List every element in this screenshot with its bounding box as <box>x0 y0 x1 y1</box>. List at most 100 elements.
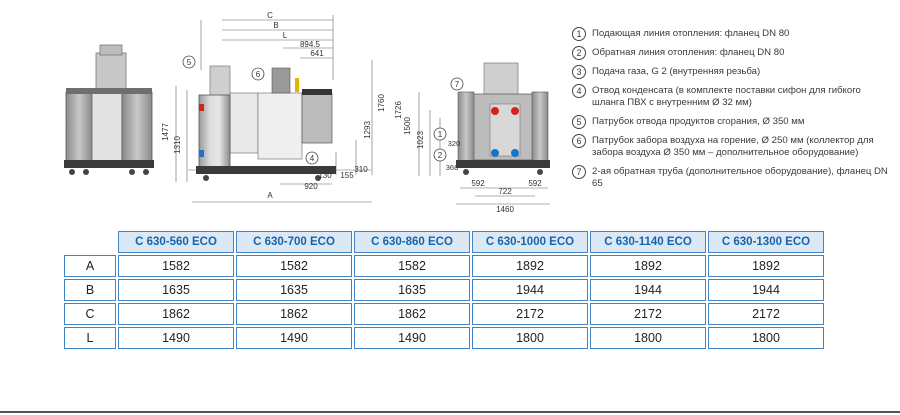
table-header-row: C 630-560 ECO C 630-700 ECO C 630-860 EC… <box>64 231 824 253</box>
legend-item: 6 Патрубок забора воздуха на горение, Ø 2… <box>570 134 895 159</box>
rear-dimension-lines <box>418 92 550 205</box>
table-cell: 1582 <box>236 255 352 277</box>
callout-circles <box>182 55 464 165</box>
column-header: C 630-560 ECO <box>118 231 234 253</box>
legend-number: 3 <box>572 65 586 79</box>
table-cell: 1944 <box>590 279 706 301</box>
dim-A: A <box>267 191 273 200</box>
dim-C: C <box>267 11 273 20</box>
table-cell: 1490 <box>236 327 352 349</box>
technical-drawings: 5 6 4 1 2 7 1477 1310 C B L 894.5 641 17… <box>64 11 550 214</box>
table-cell: 1892 <box>590 255 706 277</box>
front-view <box>64 44 154 175</box>
legend-number: 1 <box>572 27 586 41</box>
side-boiler-body <box>196 65 336 181</box>
table-row: L 1490 1490 1490 1800 1800 1800 <box>64 327 824 349</box>
dim-1726: 1726 <box>394 101 403 119</box>
table-cell: 1862 <box>354 303 470 325</box>
dim-1293: 1293 <box>363 121 372 139</box>
legend-text: Патрубок отвода продуктов сгорания, Ø 35… <box>592 116 805 127</box>
legend-text: Подающая линия отопления: фланец DN 80 <box>592 28 790 39</box>
legend-text: 2-ая обратная труба (дополнительное обор… <box>592 166 888 189</box>
table-cell: 1582 <box>118 255 234 277</box>
table-cell: 1800 <box>472 327 588 349</box>
column-header: C 630-1140 ECO <box>590 231 706 253</box>
dim-1460: 1460 <box>496 205 514 214</box>
dim-B: B <box>273 21 278 30</box>
dim-592-right: 592 <box>528 179 542 188</box>
column-header: C 630-700 ECO <box>236 231 352 253</box>
dim-155: 155 <box>340 171 354 180</box>
side-view <box>175 15 373 203</box>
table-cell: 1862 <box>118 303 234 325</box>
legend-item: 4 Отвод конденсата (в комплекте поставки … <box>570 84 895 109</box>
dim-L: L <box>283 31 288 40</box>
dim-592-left: 592 <box>471 179 485 188</box>
dim-1023: 1023 <box>416 131 425 149</box>
table-cell: 1892 <box>472 255 588 277</box>
table-corner <box>64 231 116 253</box>
dim-1500: 1500 <box>403 117 412 135</box>
table-cell: 1490 <box>118 327 234 349</box>
table-cell: 1800 <box>708 327 824 349</box>
row-label: A <box>64 255 116 277</box>
column-header: C 630-1300 ECO <box>708 231 824 253</box>
legend-item: 3 Подача газа, G 2 (внутренняя резьба) <box>570 65 895 79</box>
row-label: L <box>64 327 116 349</box>
rear-view <box>456 62 550 175</box>
table-row: A 1582 1582 1582 1892 1892 1892 <box>64 255 824 277</box>
table-cell: 1635 <box>118 279 234 301</box>
dim-320: 320 <box>448 139 461 148</box>
table-row: C 1862 1862 1862 2172 2172 2172 <box>64 303 824 325</box>
legend-number: 4 <box>572 84 586 98</box>
legend-item: 5 Патрубок отвода продуктов сгорания, Ø 3… <box>570 115 895 129</box>
legend-number: 5 <box>572 115 586 129</box>
legend-item: 7 2-ая обратная труба (дополнительное обо… <box>570 165 895 190</box>
dim-894-5: 894.5 <box>300 40 321 49</box>
table-cell: 1892 <box>708 255 824 277</box>
callout-6: 6 <box>256 70 261 79</box>
table-cell: 1635 <box>236 279 352 301</box>
table-cell: 1944 <box>472 279 588 301</box>
table-cell: 2172 <box>472 303 588 325</box>
row-label: B <box>64 279 116 301</box>
dim-1760: 1760 <box>377 94 386 112</box>
table-cell: 2172 <box>590 303 706 325</box>
callout-1: 1 <box>438 130 443 139</box>
table-cell: 1490 <box>354 327 470 349</box>
dim-310: 310 <box>354 165 368 174</box>
callout-7: 7 <box>455 80 460 89</box>
dim-366: 366 <box>446 163 459 172</box>
column-header: C 630-860 ECO <box>354 231 470 253</box>
legend-number: 6 <box>572 134 586 148</box>
dim-1310: 1310 <box>173 136 182 154</box>
dim-641: 641 <box>310 49 324 58</box>
dim-722: 722 <box>498 187 512 196</box>
table-cell: 1582 <box>354 255 470 277</box>
legend-item: 2 Обратная линия отопления: фланец DN 80 <box>570 46 895 60</box>
dim-1477: 1477 <box>161 123 170 141</box>
legend-number: 2 <box>572 46 586 60</box>
legend-number: 7 <box>572 165 586 179</box>
bottom-divider <box>0 411 900 413</box>
legend-text: Обратная линия отопления: фланец DN 80 <box>592 47 785 58</box>
table-cell: 1862 <box>236 303 352 325</box>
column-header: C 630-1000 ECO <box>472 231 588 253</box>
table-cell: 1800 <box>590 327 706 349</box>
legend-text: Отвод конденсата (в комплекте поставки с… <box>592 85 861 108</box>
legend-text: Патрубок забора воздуха на горение, Ø 25… <box>592 135 874 158</box>
table-cell: 2172 <box>708 303 824 325</box>
callout-4: 4 <box>310 154 315 163</box>
legend-item: 1 Подающая линия отопления: фланец DN 80 <box>570 27 895 41</box>
table-cell: 1944 <box>708 279 824 301</box>
table-cell: 1635 <box>354 279 470 301</box>
row-label: C <box>64 303 116 325</box>
dim-920: 920 <box>304 182 318 191</box>
dim-130: 130 <box>318 171 332 180</box>
table-row: B 1635 1635 1635 1944 1944 1944 <box>64 279 824 301</box>
callout-5: 5 <box>187 58 192 67</box>
dimensions-table: C 630-560 ECO C 630-700 ECO C 630-860 EC… <box>62 229 826 351</box>
legend-text: Подача газа, G 2 (внутренняя резьба) <box>592 66 761 77</box>
callout-2: 2 <box>438 151 443 160</box>
